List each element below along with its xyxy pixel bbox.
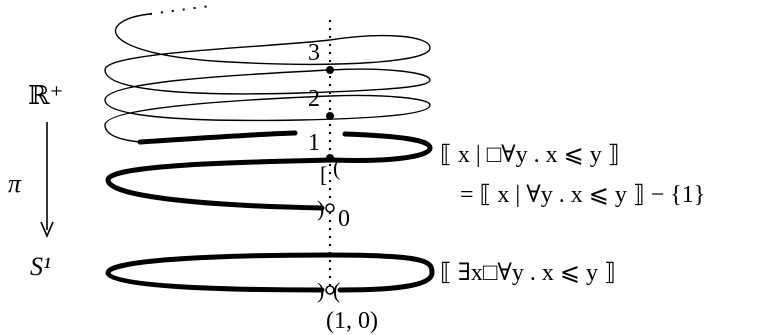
helix-continuation-dots [149,5,211,15]
helix-loop-3 [104,39,431,95]
paren-open-base: ( [333,278,340,303]
paren-open-1: ( [333,155,340,180]
projection-arrow-head [40,221,54,239]
projection-label: π [8,169,22,198]
point-2-marker [326,112,334,120]
formula-lower: ⟦ ∃x□∀y . x ⩽ y ⟧ [440,260,616,286]
helix-loop-thick [137,130,298,145]
label-3: 3 [308,40,320,66]
helix-loop-top [114,13,431,66]
helix-loop-thick-lower [105,157,336,211]
label-base-point: (1, 0) [326,308,378,334]
point-3-marker [326,66,334,74]
base-space-label: S¹ [30,252,51,281]
helix-loop-1-upper [104,95,331,143]
label-1: 1 [308,130,320,156]
label-0: 0 [338,206,350,232]
total-space-label: ℝ⁺ [28,81,63,110]
formula-upper-eq: = ⟦ x | ∀y . x ⩽ y ⟧ − {1} [460,182,705,208]
point-0-marker [325,203,335,213]
base-circle [105,252,435,293]
paren-close-base: ) [317,278,324,303]
paren-close-0: ) [317,196,324,221]
point-1-marker [326,154,334,162]
bracket-closed-1: [ [320,162,327,187]
formula-upper: ⟦ x | □∀y . x ⩽ y ⟧ [440,142,620,168]
helix-loop-2 [104,69,431,122]
base-point-marker [325,285,335,295]
helix-loop-thick-right [330,131,433,163]
label-2: 2 [308,86,320,112]
